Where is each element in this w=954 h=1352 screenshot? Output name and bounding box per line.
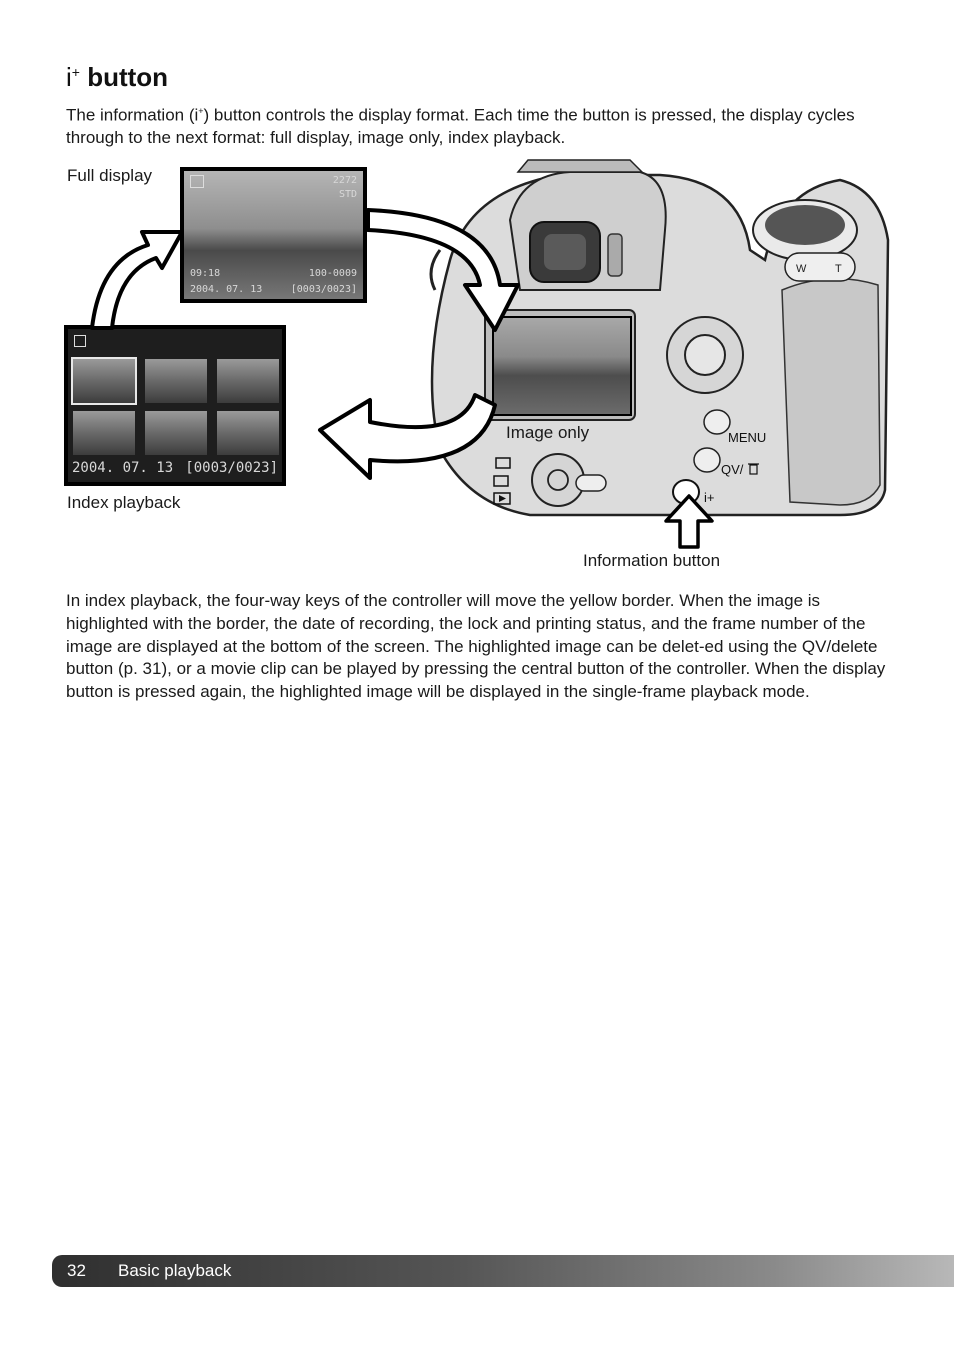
qv-label: QV/ (721, 462, 744, 477)
section-name: Basic playback (118, 1261, 231, 1281)
controller-center-button (685, 335, 725, 375)
page-footer: 32 Basic playback (52, 1255, 954, 1287)
intro-text-start: The information (i (66, 106, 198, 125)
page-number: 32 (67, 1261, 86, 1281)
menu-label: MENU (728, 430, 766, 445)
label-full-display: Full display (67, 166, 152, 186)
title-word: button (87, 62, 168, 92)
label-index-playback: Index playback (67, 493, 180, 513)
page-title: i+ button (66, 62, 168, 93)
arrow-image-to-index-icon (320, 395, 495, 478)
cycle-arrows (70, 190, 530, 490)
camera-grip (782, 279, 880, 505)
arrow-index-to-full-icon (92, 232, 182, 328)
diopter-dial (608, 234, 622, 276)
zoom-wide-label: W (796, 263, 807, 275)
qv-delete-button (694, 448, 720, 472)
power-slider (576, 475, 606, 491)
body-paragraph: In index playback, the four-way keys of … (66, 590, 896, 704)
label-information-button: Information button (583, 551, 720, 571)
intro-paragraph: The information (i+) button controls the… (66, 100, 896, 150)
information-button-pointer-icon (662, 493, 716, 549)
title-superscript: + (72, 64, 80, 80)
menu-button (704, 410, 730, 434)
zoom-tele-label: T (835, 263, 842, 275)
osd-quality-top: 2272 (333, 175, 357, 186)
arrow-full-to-image-icon (368, 210, 518, 330)
playback-icon (190, 175, 204, 188)
flash-housing (518, 160, 642, 172)
title-symbol: i (66, 62, 72, 92)
